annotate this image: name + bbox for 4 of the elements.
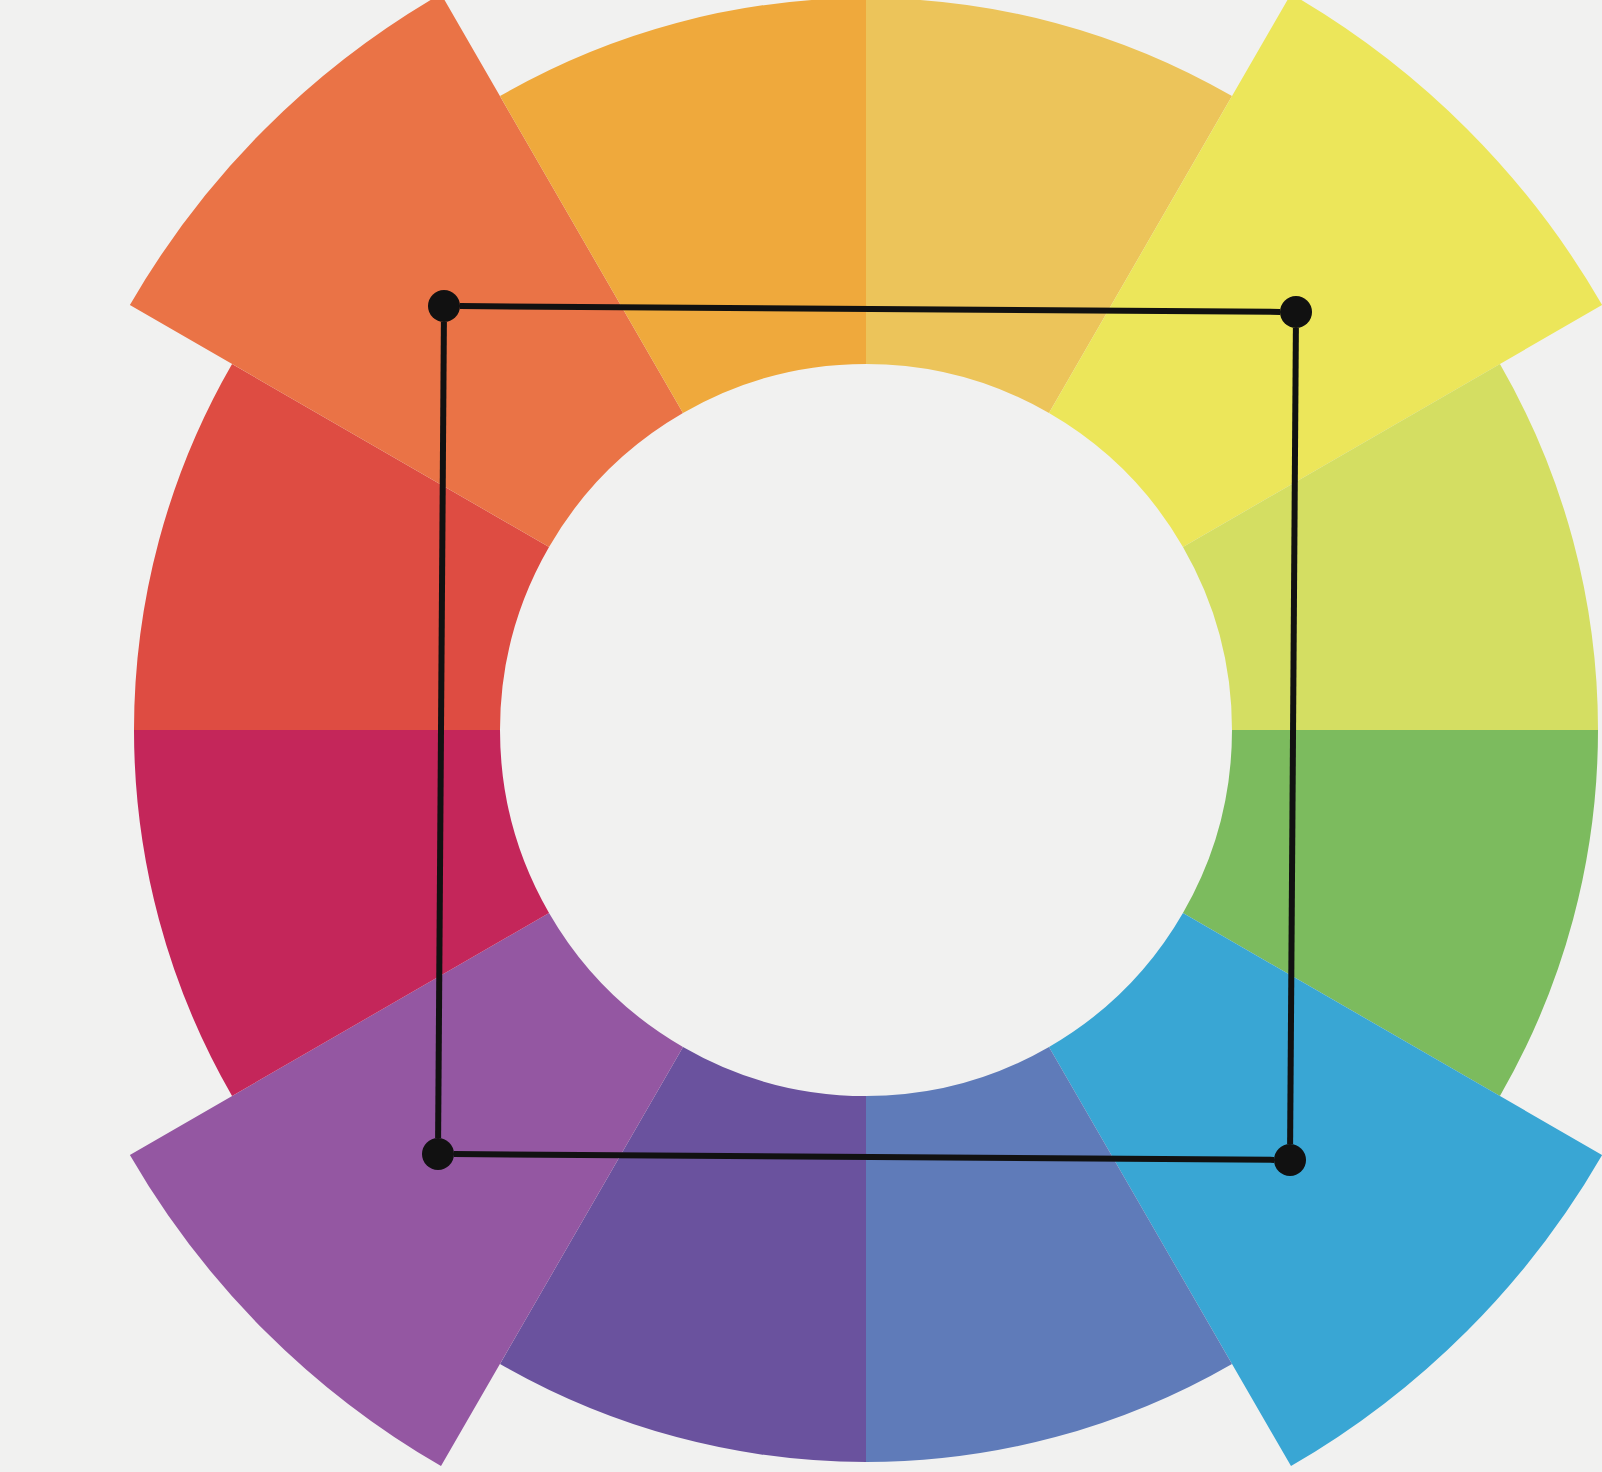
connector-line — [435, 321, 447, 1139]
connector-line — [453, 1151, 1275, 1163]
connector-line — [459, 303, 1281, 315]
connector-line — [1287, 327, 1299, 1145]
